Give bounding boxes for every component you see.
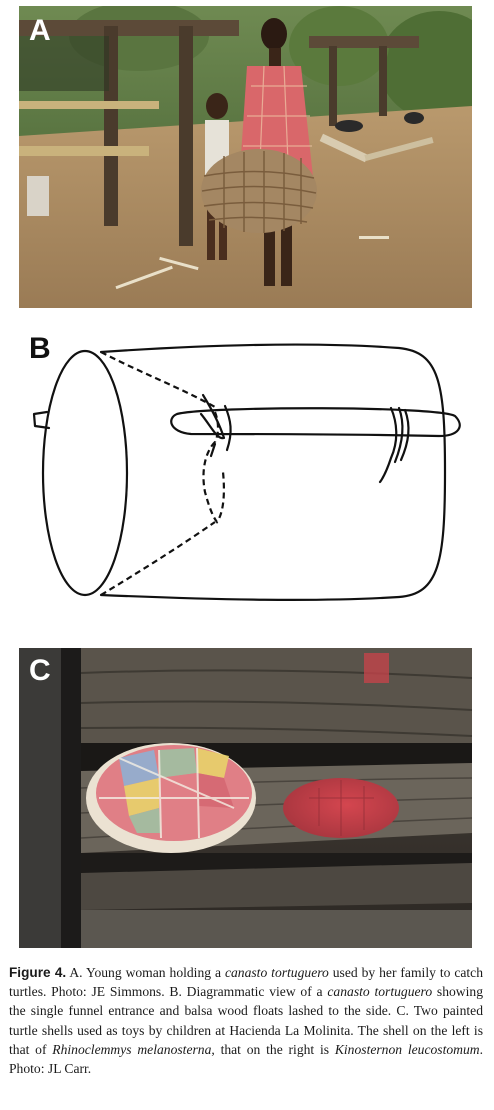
left-turtle-shell <box>86 743 256 853</box>
caption-part-italic: Kinosternon leucostomum <box>334 1041 480 1057</box>
panel-b-drawing: B <box>19 322 472 607</box>
caption-part: A. Young woman holding a <box>66 965 225 980</box>
caption-part-italic: canasto tortuguero <box>327 984 433 1000</box>
panel-a-photo: A <box>19 6 472 308</box>
basket-trap-diagram <box>32 343 461 601</box>
caption-part: , that on the right is <box>211 1041 335 1057</box>
figure-label: Figure 4. <box>9 965 67 980</box>
panel-a-label: A <box>29 14 51 47</box>
caption-part: . Photo: JL Carr. <box>9 1041 483 1077</box>
right-turtle-shell <box>283 778 399 838</box>
panel-c-photo: C <box>19 648 472 948</box>
caption-part-italic: canasto tortuguero <box>224 965 329 980</box>
caption-part-italic: Rhinoclemmys melanosterna <box>52 1041 212 1057</box>
panel-c-label: C <box>29 654 51 687</box>
painted-turtle-shells-photo <box>19 648 472 948</box>
figure-caption: Figure 4. A. Young woman holding a canas… <box>9 963 483 1078</box>
caption-part: used by her family to catch turtles. Pho… <box>9 965 483 1000</box>
panel-b-label: B <box>29 332 51 365</box>
caption-part: showing the single funnel entrance and b… <box>9 984 483 1057</box>
woman-with-basket-photo <box>19 6 472 308</box>
